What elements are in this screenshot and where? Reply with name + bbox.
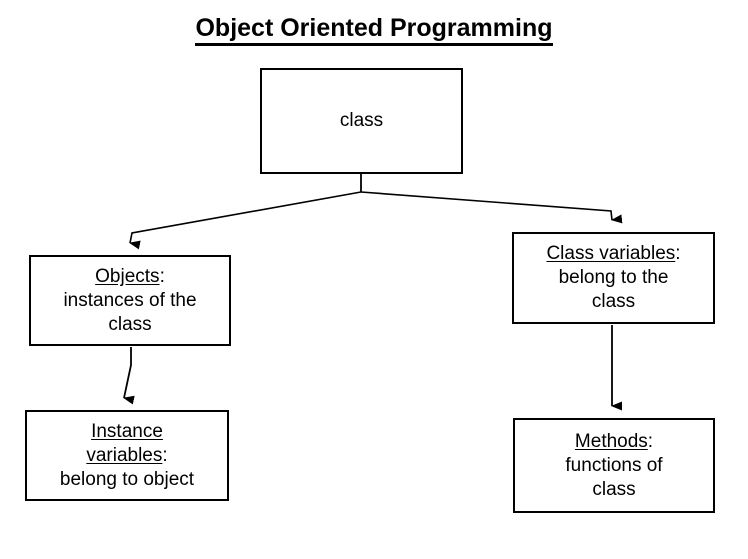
diagram-title-text: Object Oriented Programming	[195, 14, 553, 46]
node-methods-heading-colon: :	[647, 430, 654, 452]
node-instance-variables-heading-line1: Instance	[91, 420, 163, 442]
node-objects-heading: Objects	[95, 265, 160, 287]
node-objects-heading-colon: :	[159, 265, 165, 287]
node-instance-variables-heading-colon: :	[162, 444, 168, 466]
node-instance-variables[interactable]: Instance variables: belong to object	[25, 410, 229, 501]
node-methods-line1: functions of	[565, 454, 663, 476]
node-class-variables-line2: class	[591, 291, 636, 312]
node-objects-line1: instances of the	[63, 289, 197, 311]
node-objects-line2: class	[108, 313, 152, 335]
node-methods-text: Methods: functions of class	[515, 430, 713, 502]
node-class-variables-line1: belong to the	[558, 267, 669, 288]
node-class-variables-text: Class variables: belong to the class	[514, 242, 713, 314]
node-methods-line2: class	[592, 478, 636, 500]
node-objects[interactable]: Objects: instances of the class	[29, 255, 231, 346]
node-objects-text: Objects: instances of the class	[31, 265, 229, 337]
edge-class-to-class-variables	[360, 191, 623, 224]
node-instance-variables-text: Instance variables: belong to object	[27, 420, 227, 492]
node-class[interactable]: class	[260, 68, 463, 174]
node-class-variables-heading: Class variables	[546, 243, 676, 264]
node-methods[interactable]: Methods: functions of class	[513, 418, 715, 513]
node-class-label: class	[339, 110, 384, 131]
node-class-text: class	[262, 109, 461, 133]
node-instance-variables-line1: belong to object	[59, 468, 195, 490]
edge-objects-to-instance-variables	[123, 347, 135, 405]
node-class-variables[interactable]: Class variables: belong to the class	[512, 232, 715, 324]
node-methods-heading: Methods	[574, 430, 648, 452]
node-class-variables-heading-colon: :	[675, 243, 681, 264]
edge-class-to-objects	[129, 191, 362, 250]
diagram-title: Object Oriented Programming	[0, 14, 748, 46]
node-instance-variables-heading-line2: variables	[86, 444, 163, 466]
